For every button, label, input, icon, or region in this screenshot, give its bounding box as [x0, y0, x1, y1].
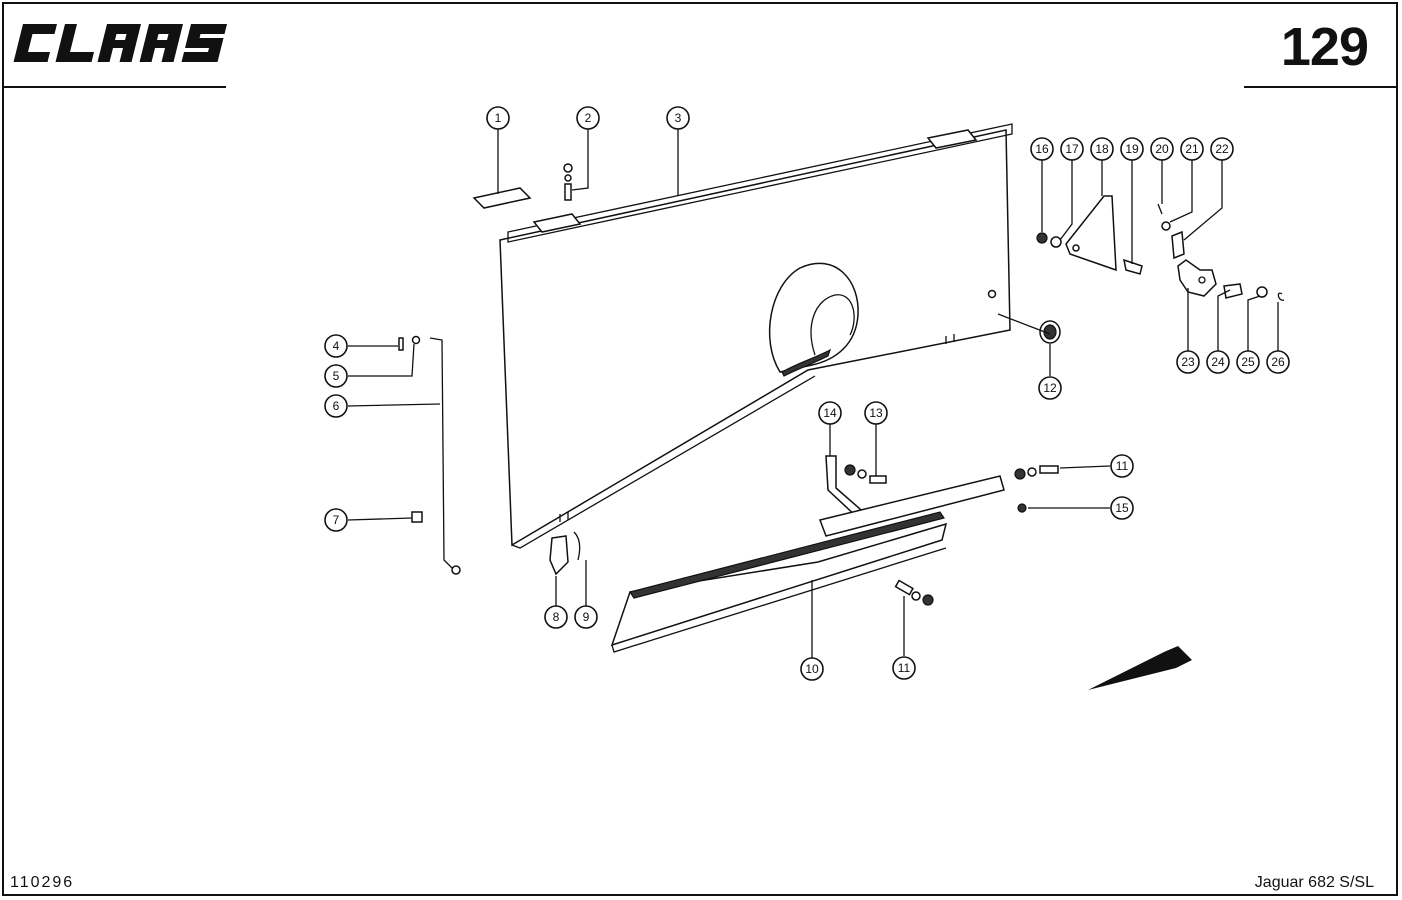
callout-25: 25: [1236, 350, 1260, 374]
part-12-grommet: [1039, 320, 1061, 344]
svg-text:18: 18: [1095, 142, 1109, 156]
callout-20: 20: [1150, 137, 1174, 161]
svg-text:2: 2: [585, 111, 592, 125]
svg-text:19: 19: [1125, 142, 1139, 156]
svg-text:14: 14: [823, 406, 837, 420]
callout-6: 6: [324, 394, 348, 418]
callout-9: 9: [574, 605, 598, 629]
svg-text:3: 3: [675, 111, 682, 125]
page-number: 129: [1280, 17, 1369, 77]
callout-24: 24: [1206, 350, 1230, 374]
callout-23: 23: [1176, 350, 1200, 374]
callout-15: 15: [1110, 496, 1134, 520]
svg-text:17: 17: [1065, 142, 1079, 156]
svg-text:24: 24: [1211, 355, 1225, 369]
document-code: 110296: [10, 874, 75, 891]
callout-7: 7: [324, 508, 348, 532]
svg-text:5: 5: [333, 369, 340, 383]
callout-22: 22: [1210, 137, 1234, 161]
callout-19: 19: [1120, 137, 1144, 161]
callout-4: 4: [324, 334, 348, 358]
svg-text:11: 11: [898, 661, 911, 675]
part-8-9-latch: [549, 531, 581, 576]
parts-20-26-latch-mechanism: [1157, 203, 1285, 301]
part-6-rod: [398, 335, 461, 575]
svg-text:11: 11: [1116, 459, 1129, 473]
callout-2: 2: [576, 106, 600, 130]
direction-arrow: [1088, 646, 1192, 690]
svg-text:4: 4: [333, 339, 340, 353]
claas-logo: [13, 24, 228, 62]
svg-text:12: 12: [1043, 381, 1057, 395]
header-rule-right: [1244, 86, 1398, 88]
svg-text:6: 6: [333, 399, 340, 413]
callout-3: 3: [666, 106, 690, 130]
svg-text:26: 26: [1271, 355, 1285, 369]
callout-21: 21: [1180, 137, 1204, 161]
leader-lines: [347, 128, 1279, 658]
svg-text:8: 8: [553, 610, 560, 624]
callout-11-upper: 11: [1110, 454, 1134, 478]
part-10-lower-strip: [610, 475, 1005, 653]
part-13-14-bracket: [825, 455, 887, 519]
callout-13: 13: [864, 401, 888, 425]
svg-text:25: 25: [1241, 355, 1255, 369]
callout-18: 18: [1090, 137, 1114, 161]
side-panel: [499, 123, 1013, 549]
svg-text:13: 13: [869, 406, 883, 420]
svg-text:1: 1: [495, 111, 502, 125]
callout-26: 26: [1266, 350, 1290, 374]
model-name: Jaguar 682 S/SL: [1254, 874, 1374, 891]
callout-17: 17: [1060, 137, 1084, 161]
part-2-screw: [563, 163, 573, 201]
callout-16: 16: [1030, 137, 1054, 161]
parts-16-19-bracket-group: [1036, 195, 1143, 275]
svg-text:7: 7: [333, 513, 340, 527]
callout-8: 8: [544, 605, 568, 629]
svg-text:21: 21: [1185, 142, 1199, 156]
callout-5: 5: [324, 364, 348, 388]
callout-10: 10: [800, 657, 824, 681]
svg-text:15: 15: [1115, 501, 1129, 515]
header-rule-left: [2, 86, 226, 88]
callout-11-lower: 11: [892, 656, 916, 680]
callout-12: 12: [1038, 376, 1062, 400]
svg-text:22: 22: [1215, 142, 1229, 156]
parts-11-15-fasteners: [894, 465, 1059, 606]
part-1-bracket: [472, 187, 532, 209]
svg-text:23: 23: [1181, 355, 1195, 369]
svg-text:20: 20: [1155, 142, 1169, 156]
callout-1: 1: [486, 106, 510, 130]
svg-text:10: 10: [805, 662, 819, 676]
svg-text:9: 9: [583, 610, 590, 624]
svg-text:16: 16: [1035, 142, 1049, 156]
callout-14: 14: [818, 401, 842, 425]
